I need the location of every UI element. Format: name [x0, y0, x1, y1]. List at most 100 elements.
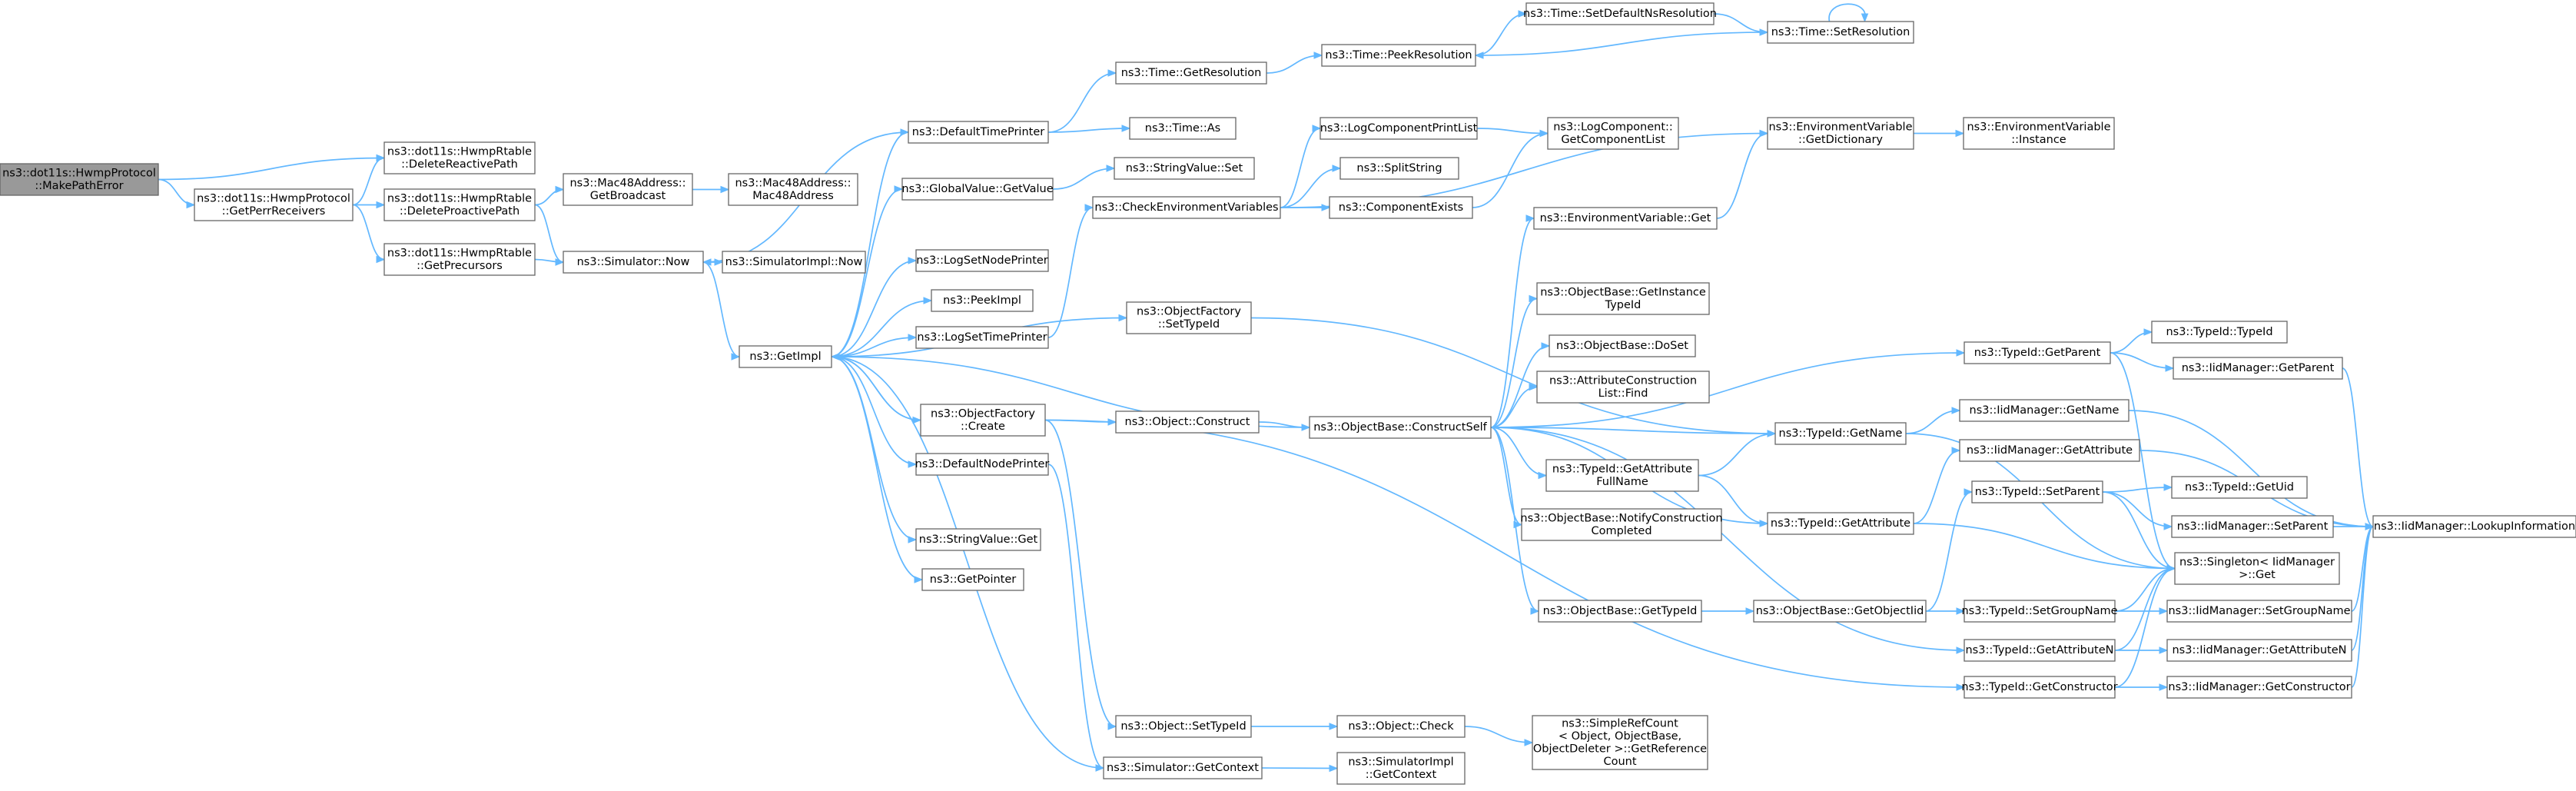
- graph-node-type-id-get-attribute[interactable]: ns3::TypeId::GetAttribute: [1767, 512, 1914, 535]
- graph-node-env-instance[interactable]: ns3::EnvironmentVariable::Instance: [1963, 117, 2115, 150]
- node-box[interactable]: [901, 178, 1054, 201]
- graph-node-mac-ctor[interactable]: ns3::Mac48Address::Mac48Address: [728, 173, 858, 206]
- graph-node-obj-base-get-object-iid[interactable]: ns3::ObjectBase::GetObjectIid: [1753, 600, 1927, 623]
- graph-node-component-exists[interactable]: ns3::ComponentExists: [1329, 196, 1473, 219]
- graph-node-type-id-get-constructor[interactable]: ns3::TypeId::GetConstructor: [1961, 676, 2118, 699]
- graph-node-default-time-printer[interactable]: ns3::DefaultTimePrinter: [908, 121, 1049, 144]
- node-box[interactable]: [722, 251, 866, 274]
- node-box[interactable]: [1964, 676, 2116, 699]
- graph-node-env-get-dict[interactable]: ns3::EnvironmentVariable::GetDictionary: [1767, 117, 1914, 150]
- graph-node-time-set-resolution[interactable]: ns3::Time::SetResolution: [1767, 21, 1914, 44]
- graph-node-mac-broadcast[interactable]: ns3::Mac48Address::GetBroadcast: [563, 173, 693, 206]
- node-box[interactable]: [1545, 459, 1699, 492]
- node-box[interactable]: [1959, 439, 2140, 462]
- node-box[interactable]: [1959, 399, 2130, 422]
- graph-node-obj-base-do-set[interactable]: ns3::ObjectBase::DoSet: [1549, 334, 1696, 357]
- graph-node-global-value-get[interactable]: ns3::GlobalValue::GetValue: [901, 178, 1054, 201]
- node-box[interactable]: [1329, 196, 1473, 219]
- node-box[interactable]: [1320, 117, 1478, 140]
- node-box[interactable]: [1536, 371, 1710, 404]
- graph-node-type-id-ctor[interactable]: ns3::TypeId::TypeId: [2151, 321, 2288, 344]
- node-box[interactable]: [920, 404, 1046, 437]
- node-box[interactable]: [1309, 416, 1492, 439]
- graph-node-get-impl[interactable]: ns3::GetImpl: [739, 345, 832, 368]
- graph-node-env-get[interactable]: ns3::EnvironmentVariable::Get: [1533, 207, 1718, 230]
- node-box[interactable]: [1767, 21, 1914, 44]
- node-box[interactable]: [1753, 600, 1927, 623]
- node-box[interactable]: [915, 528, 1041, 551]
- node-box[interactable]: [383, 141, 536, 174]
- graph-node-singleton-get[interactable]: ns3::Singleton< IidManager>::Get: [2174, 552, 2340, 585]
- graph-node-obj-base-notify[interactable]: ns3::ObjectBase::NotifyConstructionCompl…: [1520, 508, 1723, 541]
- node-box[interactable]: [1533, 207, 1718, 230]
- node-box[interactable]: [2151, 321, 2288, 344]
- graph-node-iid-set-parent[interactable]: ns3::IidManager::SetParent: [2171, 515, 2334, 538]
- node-box[interactable]: [1092, 196, 1281, 219]
- node-box[interactable]: [908, 121, 1049, 144]
- graph-node-default-node-printer[interactable]: ns3::DefaultNodePrinter: [915, 453, 1050, 476]
- graph-node-type-id-get-parent[interactable]: ns3::TypeId::GetParent: [1964, 341, 2111, 364]
- node-box[interactable]: [1767, 117, 1914, 150]
- graph-node-iid-get-constructor[interactable]: ns3::IidManager::GetConstructor: [2166, 676, 2352, 699]
- node-box[interactable]: [1336, 752, 1466, 785]
- graph-node-string-value-set[interactable]: ns3::StringValue::Set: [1114, 157, 1255, 180]
- node-box[interactable]: [1115, 715, 1252, 738]
- graph-node-sim-impl-get-context[interactable]: ns3::SimulatorImpl::GetContext: [1336, 752, 1466, 785]
- node-box[interactable]: [1536, 282, 1710, 315]
- graph-node-type-id-set-group-name[interactable]: ns3::TypeId::SetGroupName: [1961, 600, 2118, 623]
- graph-node-simple-ref-count[interactable]: ns3::SimpleRefCount< Object, ObjectBase,…: [1532, 715, 1708, 770]
- graph-node-iid-get-attribute[interactable]: ns3::IidManager::GetAttribute: [1959, 439, 2140, 462]
- graph-node-log-component-get-list[interactable]: ns3::LogComponent::GetComponentList: [1547, 117, 1679, 150]
- node-box[interactable]: [1963, 117, 2115, 150]
- node-box[interactable]: [915, 249, 1049, 272]
- node-box[interactable]: [1964, 341, 2111, 364]
- graph-node-get-precursors[interactable]: ns3::dot11s::HwmpRtable::GetPrecursors: [383, 243, 536, 276]
- node-box[interactable]: [194, 188, 354, 221]
- node-box[interactable]: [1538, 600, 1702, 623]
- node-box[interactable]: [1129, 117, 1237, 140]
- graph-node-time-set-default-ns[interactable]: ns3::Time::SetDefaultNsResolution: [1523, 2, 1717, 25]
- graph-node-obj-check[interactable]: ns3::Object::Check: [1336, 715, 1466, 738]
- node-box[interactable]: [1103, 756, 1263, 779]
- graph-node-time-get-resolution[interactable]: ns3::Time::GetResolution: [1115, 61, 1267, 85]
- node-box[interactable]: [1525, 2, 1715, 25]
- node-box[interactable]: [1549, 334, 1696, 357]
- graph-node-obj-base-construct-self[interactable]: ns3::ObjectBase::ConstructSelf: [1309, 416, 1492, 439]
- node-box[interactable]: [2372, 515, 2576, 538]
- node-box[interactable]: [1521, 508, 1722, 541]
- graph-node-delete-proactive[interactable]: ns3::dot11s::HwmpRtable::DeleteProactive…: [383, 188, 536, 221]
- node-box[interactable]: [739, 345, 832, 368]
- node-box[interactable]: [1964, 600, 2116, 623]
- graph-node-iid-set-group-name[interactable]: ns3::IidManager::SetGroupName: [2166, 600, 2352, 623]
- graph-node-sim-impl-now[interactable]: ns3::SimulatorImpl::Now: [722, 251, 866, 274]
- graph-node-type-id-set-parent[interactable]: ns3::TypeId::SetParent: [1971, 480, 2103, 504]
- node-box[interactable]: [1964, 639, 2116, 662]
- graph-node-root[interactable]: ns3::dot11s::HwmpProtocol::MakePathError: [0, 163, 159, 196]
- graph-node-get-perr[interactable]: ns3::dot11s::HwmpProtocol::GetPerrReceiv…: [194, 188, 354, 221]
- graph-node-log-set-node-printer[interactable]: ns3::LogSetNodePrinter: [915, 249, 1049, 272]
- node-box[interactable]: [1321, 44, 1476, 67]
- node-box[interactable]: [2174, 552, 2340, 585]
- node-box[interactable]: [2166, 639, 2352, 662]
- graph-node-iid-get-parent[interactable]: ns3::IidManager::GetParent: [2173, 357, 2343, 380]
- node-box[interactable]: [1115, 410, 1260, 434]
- node-box[interactable]: [1126, 301, 1252, 334]
- node-box[interactable]: [1532, 715, 1708, 770]
- node-box[interactable]: [2173, 357, 2343, 380]
- node-box[interactable]: [1114, 157, 1255, 180]
- graph-node-time-as[interactable]: ns3::Time::As: [1129, 117, 1237, 140]
- graph-node-iid-get-name[interactable]: ns3::IidManager::GetName: [1959, 399, 2130, 422]
- graph-node-iid-get-attribute-n[interactable]: ns3::IidManager::GetAttributeN: [2166, 639, 2352, 662]
- node-box[interactable]: [915, 326, 1049, 349]
- graph-node-log-set-time-printer[interactable]: ns3::LogSetTimePrinter: [915, 326, 1049, 349]
- node-box[interactable]: [1336, 715, 1466, 738]
- graph-node-sim-now[interactable]: ns3::Simulator::Now: [563, 251, 704, 274]
- node-box[interactable]: [921, 568, 1024, 591]
- graph-node-obj-base-get-type-id[interactable]: ns3::ObjectBase::GetTypeId: [1538, 600, 1702, 623]
- node-box[interactable]: [2171, 515, 2334, 538]
- graph-node-type-id-get-name[interactable]: ns3::TypeId::GetName: [1774, 422, 1907, 445]
- node-box[interactable]: [1115, 61, 1267, 85]
- node-box[interactable]: [0, 163, 159, 196]
